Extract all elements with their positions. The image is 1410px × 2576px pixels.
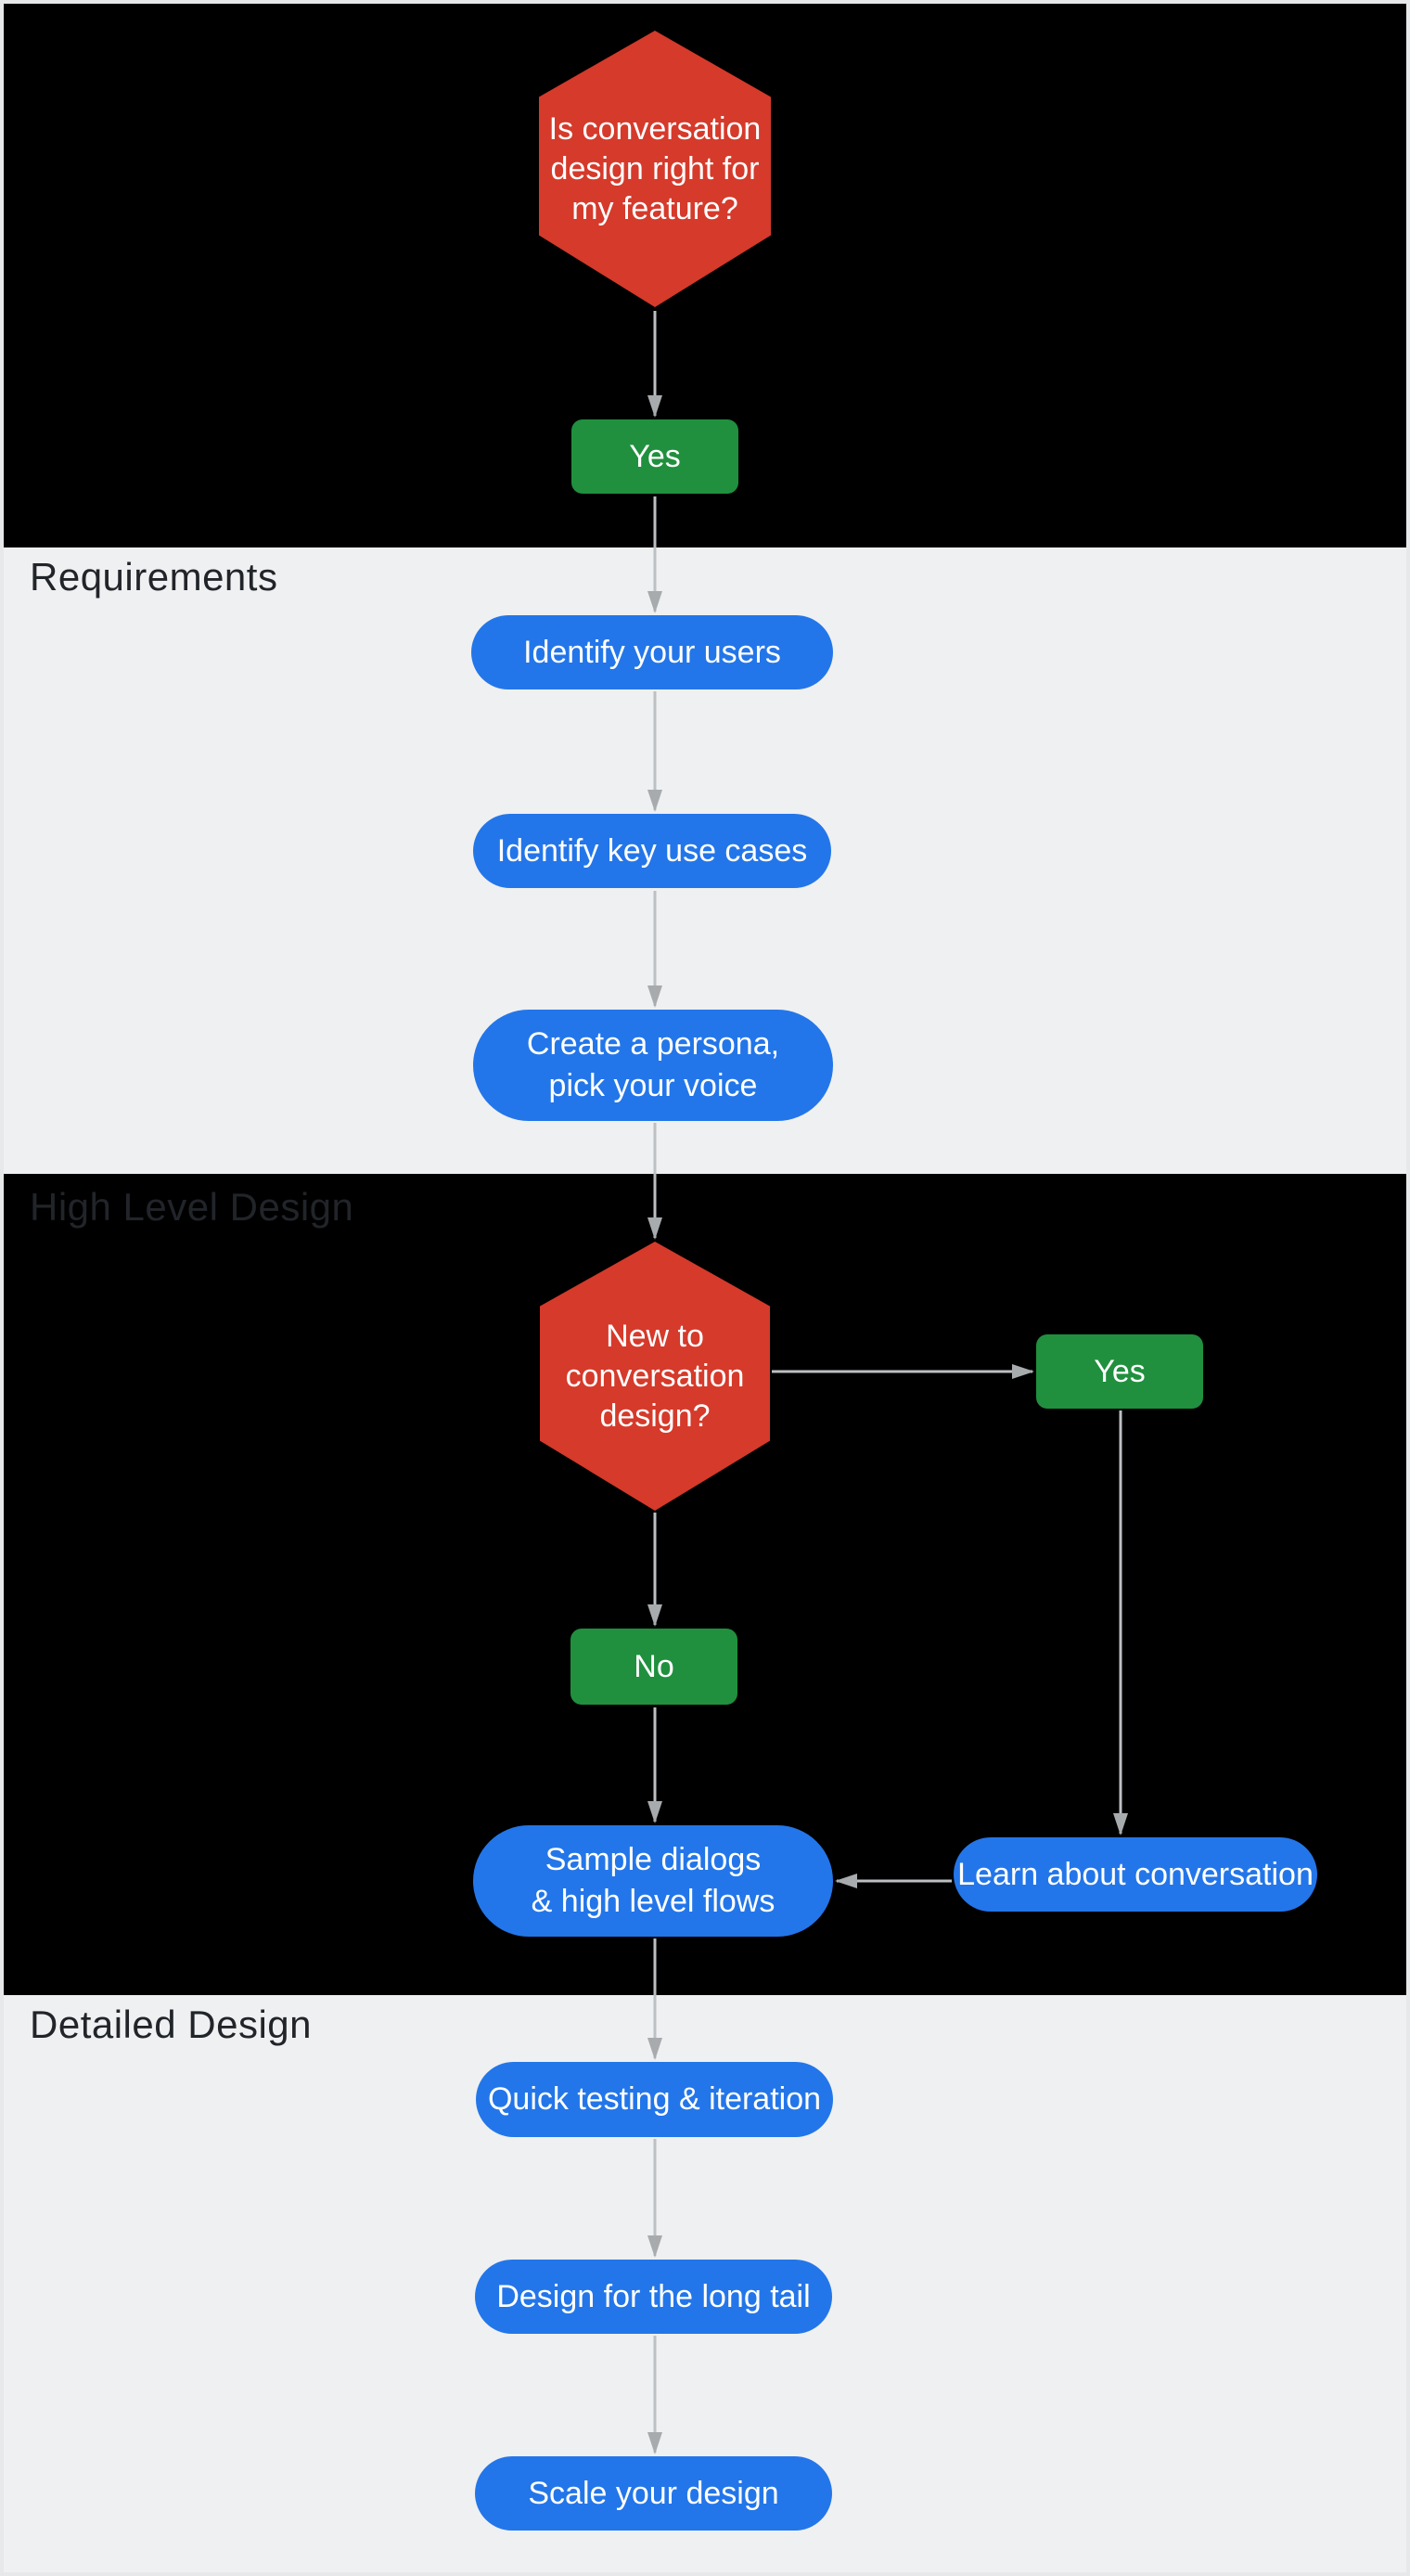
step-node-identify-your-users: Identify your users bbox=[471, 615, 833, 689]
answer-node-no: No bbox=[570, 1629, 737, 1705]
step-node-learn-about-conversation: Learn about conversation bbox=[954, 1837, 1317, 1912]
section-label-detailed-design: Detailed Design bbox=[30, 2003, 313, 2046]
answer-node-yes-2: Yes bbox=[1036, 1334, 1203, 1409]
node-label: Sample dialogs & high level flows bbox=[531, 1842, 776, 1919]
node-label: Learn about conversation bbox=[957, 1856, 1314, 1892]
node-label: No bbox=[634, 1648, 674, 1684]
step-node-create-a-persona: Create a persona, pick your voice bbox=[473, 1010, 833, 1121]
step-node-identify-key-use-cases: Identify key use cases bbox=[473, 814, 831, 888]
section-label-high-level-design: High Level Design bbox=[30, 1185, 354, 1229]
step-node-quick-testing-iteration: Quick testing & iteration bbox=[476, 2062, 833, 2137]
node-label: Identify your users bbox=[523, 634, 781, 670]
node-label: Quick testing & iteration bbox=[487, 2081, 822, 2117]
node-label: Scale your design bbox=[528, 2475, 779, 2511]
step-node-sample-dialogs: Sample dialogs & high level flows bbox=[473, 1825, 833, 1937]
section-label-requirements: Requirements bbox=[30, 555, 278, 599]
node-label: Yes bbox=[629, 438, 681, 474]
node-label: Create a persona, pick your voice bbox=[526, 1026, 780, 1103]
node-label: Design for the long tail bbox=[496, 2278, 811, 2314]
node-label: Is conversation design right for my feat… bbox=[548, 110, 762, 226]
node-label: Yes bbox=[1094, 1353, 1146, 1389]
node-label: Identify key use cases bbox=[496, 832, 808, 869]
answer-node-yes: Yes bbox=[571, 419, 738, 494]
step-node-design-for-the-long-tail: Design for the long tail bbox=[475, 2260, 832, 2334]
step-node-scale-your-design: Scale your design bbox=[475, 2456, 832, 2531]
node-label: New to conversation design? bbox=[565, 1318, 745, 1434]
